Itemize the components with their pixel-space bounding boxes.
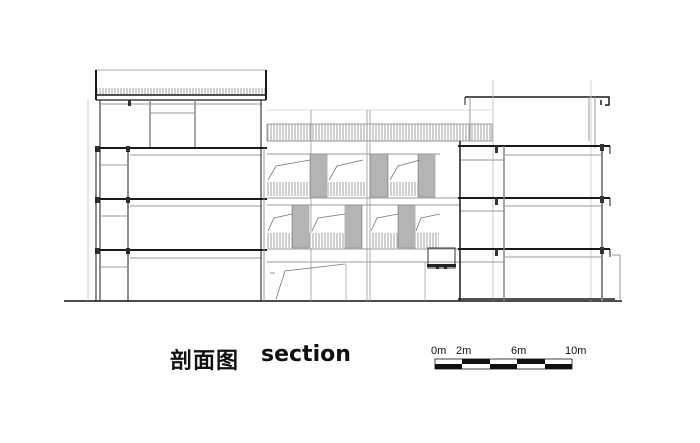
scale-bar — [434, 358, 573, 370]
section-title-english: section — [261, 342, 351, 367]
left-block — [87, 69, 267, 301]
scale-label-6m: 6m — [511, 345, 527, 357]
right-block — [458, 80, 621, 301]
scale-label-10m: 10m — [565, 345, 587, 357]
scale-label-0m: 0m — [431, 345, 447, 357]
section-title-chinese: 剖面图 — [170, 349, 240, 374]
scale-label-2m: 2m — [456, 345, 472, 357]
middle-block — [266, 109, 493, 301]
